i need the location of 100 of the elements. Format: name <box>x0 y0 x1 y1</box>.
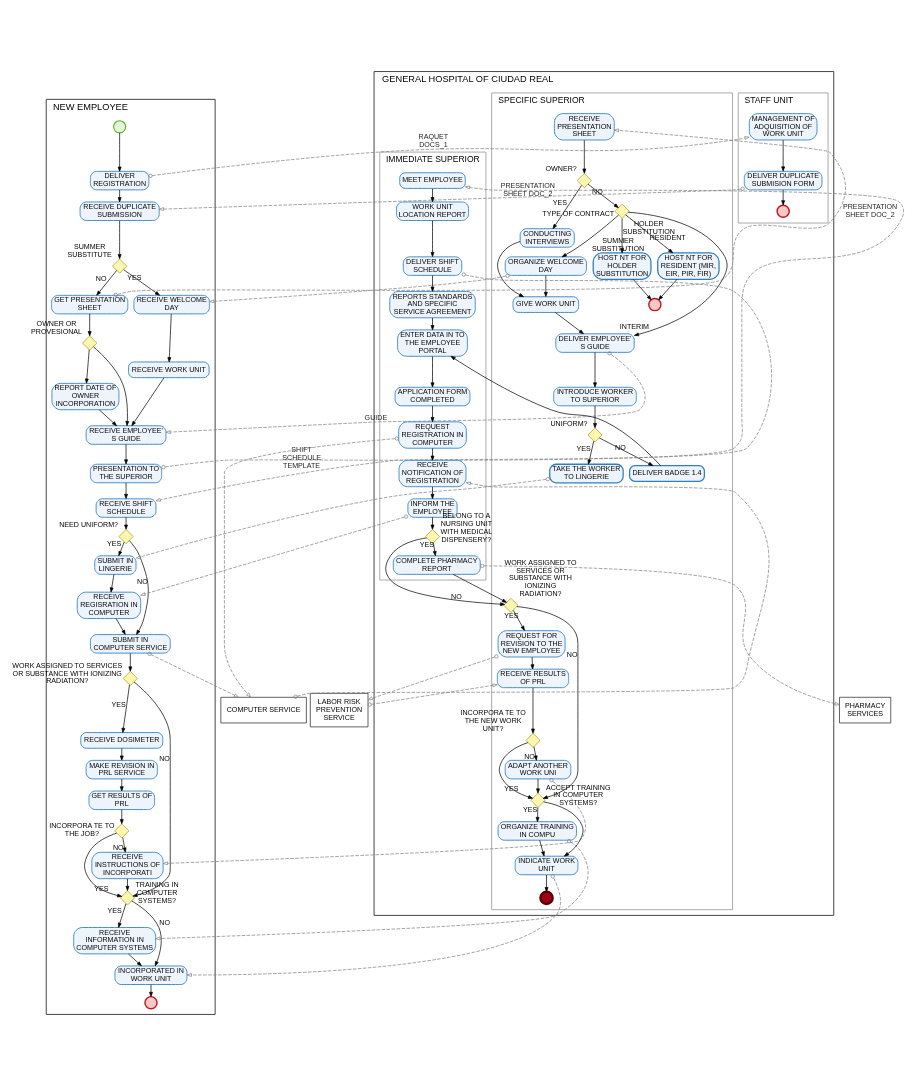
arrow <box>98 408 117 426</box>
arrow <box>158 186 745 211</box>
arrow <box>149 983 153 997</box>
arrow <box>539 839 545 856</box>
node-diamond <box>122 670 138 686</box>
arrow <box>544 874 549 892</box>
arrow <box>593 351 597 387</box>
arrow <box>552 184 582 229</box>
arrow <box>516 605 579 799</box>
arrow <box>533 745 538 761</box>
arrow <box>87 313 92 336</box>
arrow <box>497 240 524 297</box>
arrow <box>367 683 498 707</box>
arrow <box>430 274 435 292</box>
arrow <box>224 435 399 697</box>
arrow <box>543 274 548 297</box>
arrow <box>124 443 128 464</box>
arrow <box>119 778 124 791</box>
arrow <box>135 476 550 559</box>
arrow <box>450 355 661 466</box>
node-diamond <box>424 528 441 544</box>
arrow <box>430 187 435 202</box>
arrow <box>122 836 127 853</box>
arrow <box>452 573 507 603</box>
arrow <box>140 514 409 596</box>
node-circle <box>144 995 158 1009</box>
arrow <box>554 311 584 334</box>
arrow <box>131 900 162 966</box>
arrow <box>430 355 435 387</box>
arrow <box>84 832 123 897</box>
arrow <box>587 183 619 208</box>
arrow <box>535 806 540 822</box>
arrow <box>129 539 149 635</box>
node-diamond <box>114 822 130 838</box>
arrow <box>125 877 130 891</box>
arrow <box>430 317 435 330</box>
arrow <box>131 377 165 426</box>
node-diamond <box>587 426 603 443</box>
arrow <box>147 651 239 698</box>
arrow <box>186 873 561 977</box>
arrow <box>93 345 130 426</box>
arrow <box>128 652 133 671</box>
arrow <box>781 189 785 205</box>
arrow <box>530 656 535 669</box>
arrow <box>385 537 506 606</box>
arrow <box>96 269 117 296</box>
arrow <box>124 516 128 530</box>
arrow <box>367 653 499 700</box>
arrow <box>781 139 785 171</box>
arrow <box>119 808 124 824</box>
arrow <box>209 273 510 303</box>
arrow <box>561 214 619 257</box>
arrow <box>155 271 772 502</box>
arrow <box>155 838 589 940</box>
arrow <box>480 563 840 705</box>
arrow <box>115 617 126 635</box>
arrow <box>161 185 904 469</box>
arrow <box>132 681 171 897</box>
arrow <box>293 481 770 699</box>
arrow <box>430 405 435 422</box>
node-diamond <box>82 335 98 351</box>
arrow <box>117 219 122 259</box>
arrow <box>118 541 125 556</box>
arrow <box>128 953 142 966</box>
arrow <box>430 516 435 530</box>
arrow <box>124 482 128 499</box>
node-circle <box>648 297 662 311</box>
arrow <box>430 485 435 499</box>
arrow <box>627 211 728 336</box>
arrow <box>658 278 678 300</box>
node-diamond <box>525 732 541 748</box>
arrow <box>587 440 595 464</box>
arrow <box>123 268 160 296</box>
arrow <box>625 213 674 253</box>
arrow <box>593 405 597 428</box>
arrow <box>84 348 90 384</box>
arrow <box>632 278 652 300</box>
arrow <box>162 777 586 865</box>
arrow <box>582 139 587 174</box>
node-circle <box>539 890 554 905</box>
arrow <box>113 128 846 297</box>
arrow <box>531 686 535 734</box>
arrow <box>121 684 130 733</box>
arrow <box>119 747 124 761</box>
arrow <box>430 219 435 257</box>
node-diamond <box>576 172 592 188</box>
arrow <box>543 801 584 856</box>
arrow <box>620 217 624 253</box>
arrow <box>167 313 172 362</box>
node-diamond <box>112 258 128 274</box>
arrow <box>109 573 115 592</box>
node-circle <box>113 119 127 133</box>
arrow <box>148 135 750 178</box>
arrow <box>117 189 122 202</box>
arrow <box>117 132 122 172</box>
arrow <box>598 437 654 466</box>
arrow <box>498 741 534 799</box>
arrow <box>430 447 435 461</box>
node-circle <box>776 203 790 218</box>
arrow <box>536 778 540 793</box>
